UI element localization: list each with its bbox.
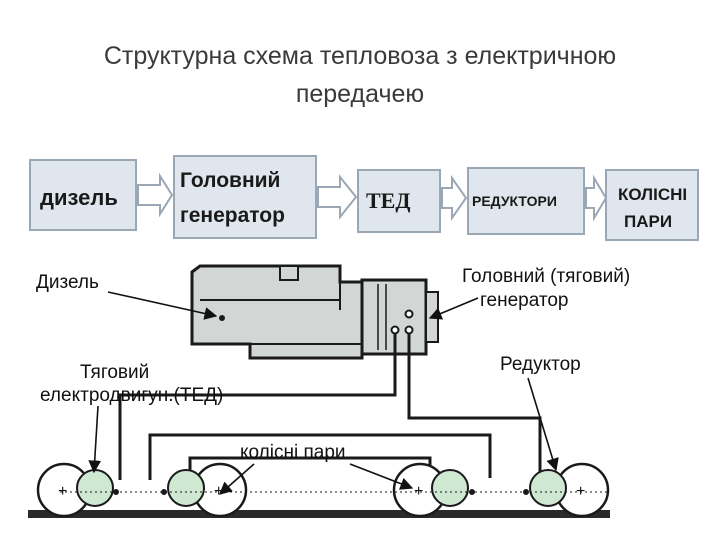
block-reducers-label: РЕДУКТОРИ xyxy=(472,193,557,209)
block-generator-label-1: Головний xyxy=(180,169,280,192)
label-reducer: Редуктор xyxy=(500,354,581,375)
block-diagram: дизель Головний генератор ТЕД РЕДУКТОРИ … xyxy=(29,155,699,241)
flow-arrow-3 xyxy=(441,174,468,222)
svg-text:+: + xyxy=(414,483,423,500)
flow-arrow-1 xyxy=(137,172,174,218)
diesel-engine xyxy=(190,264,364,360)
flow-arrow-2 xyxy=(317,174,358,220)
pointer-generator xyxy=(428,297,479,320)
wheel-set-4: + xyxy=(523,462,610,518)
label-wheel-pairs: колісні пари xyxy=(240,442,346,463)
label-diesel: Дизель xyxy=(36,272,99,293)
label-generator-1: Головний (тяговий) xyxy=(462,266,630,287)
pointer-wheels-right xyxy=(349,463,414,490)
svg-text:+: + xyxy=(58,483,67,500)
block-wheel-pairs xyxy=(605,169,699,241)
label-motor-2: електродвигун.(ТЕД) xyxy=(40,385,223,406)
pointer-motor xyxy=(88,405,102,474)
pointer-reducer xyxy=(527,377,559,472)
diagram-title-line1: Структурна схема тепловоза з електричною xyxy=(103,42,617,70)
block-ted-label: ТЕД xyxy=(366,188,410,213)
wheel-set-1: + xyxy=(36,462,119,518)
block-generator xyxy=(173,155,317,239)
block-reducers xyxy=(467,167,585,235)
svg-text:+: + xyxy=(214,483,223,500)
block-wheel-pairs-label-2: ПАРИ xyxy=(624,212,672,231)
block-diesel xyxy=(29,159,137,231)
wheel-set-2: + xyxy=(161,462,248,518)
block-wheel-pairs-label-1: КОЛІСНІ xyxy=(618,185,687,204)
locomotive-schematic: + + + + xyxy=(28,264,610,518)
diagram-title-line2: передачею xyxy=(295,80,425,108)
rail xyxy=(28,510,610,518)
callouts: Дизель Головний (тяговий) генератор Реду… xyxy=(36,266,630,495)
block-ted xyxy=(357,169,441,233)
pointer-wheels-left xyxy=(219,463,255,495)
block-generator-label-2: генератор xyxy=(180,204,285,227)
block-diesel-label: дизель xyxy=(40,185,118,210)
pointer-diesel xyxy=(107,291,218,320)
label-motor-1: Тяговий xyxy=(80,362,149,383)
wheel-set-3: + xyxy=(392,462,475,518)
main-generator xyxy=(360,278,439,356)
flow-arrow-4 xyxy=(585,174,608,222)
label-generator-2: генератор xyxy=(480,290,568,311)
